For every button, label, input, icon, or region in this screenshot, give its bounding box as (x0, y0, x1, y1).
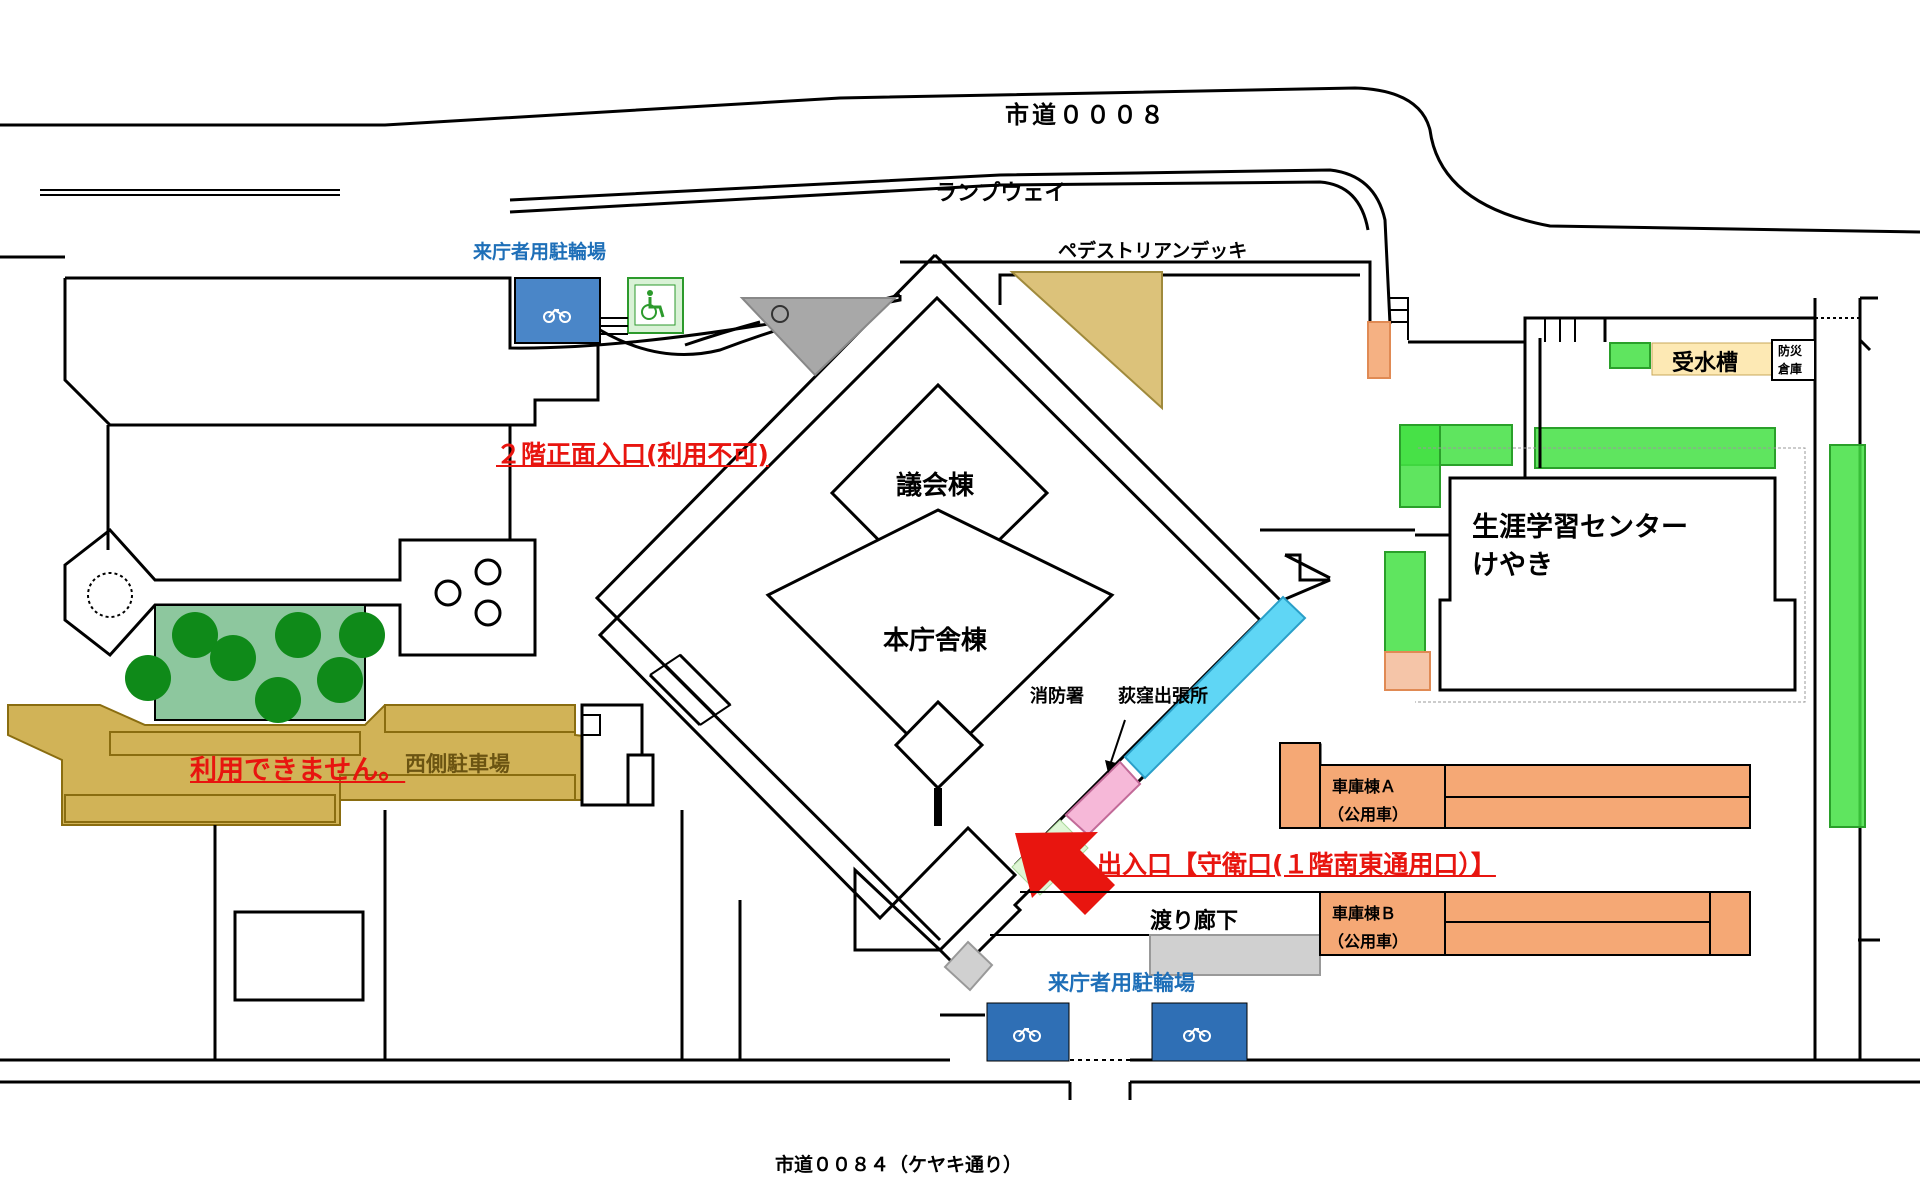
cyan-corridor (1123, 595, 1307, 780)
branch-office-pink (1064, 760, 1142, 837)
water-tank (1651, 342, 1773, 376)
disaster-storage (1771, 339, 1816, 381)
main-building (594, 253, 1303, 973)
small-building (233, 910, 365, 1002)
garage-a-end (1279, 742, 1321, 829)
left-plaza-outline (63, 527, 537, 658)
bicycle-icon (543, 308, 571, 323)
learning-center (1438, 476, 1797, 692)
entrance-arrow-icon (1015, 832, 1115, 915)
bicycle-icon (1183, 1027, 1211, 1042)
pedestrian-deck (900, 260, 1372, 340)
bottom-road (0, 1058, 1920, 1084)
ramp-gray-triangle (739, 297, 898, 377)
wheelchair-icon (634, 284, 676, 326)
garage-b (1319, 891, 1751, 956)
bicycle-icon (1013, 1027, 1041, 1042)
deck-olive-triangle (1009, 271, 1163, 411)
top-road-outline (0, 86, 1920, 325)
west-parking (7, 704, 619, 826)
trees (125, 612, 385, 723)
green-zone (1384, 342, 1866, 828)
corridor-gray-block (1149, 934, 1321, 976)
stair-marker-deck (1367, 321, 1391, 379)
